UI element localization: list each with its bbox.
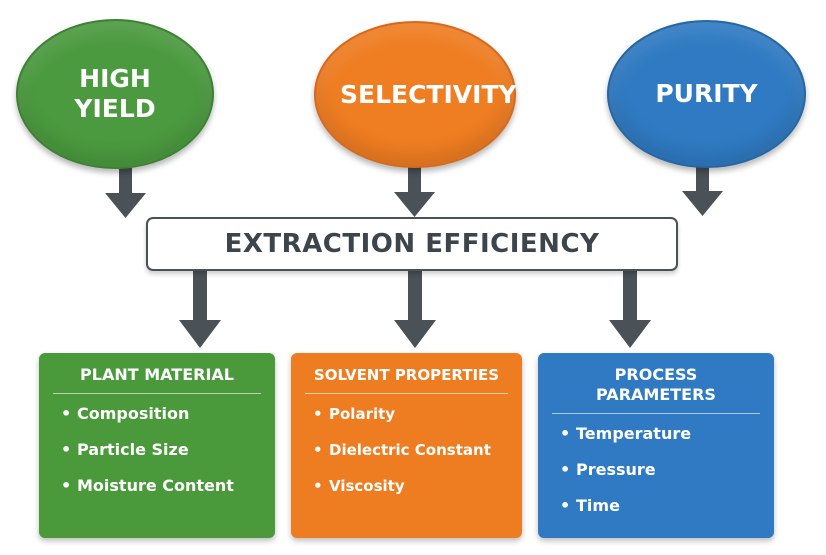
list-item-label: Composition <box>77 404 190 423</box>
extraction-efficiency-box: EXTRACTION EFFICIENCY <box>146 217 678 271</box>
list-item: • Pressure <box>560 460 774 496</box>
factor-solvent-properties-list: • Polarity • Dielectric Constant • Viscosit… <box>291 404 522 512</box>
list-item-label: Pressure <box>576 460 656 479</box>
bullet-icon: • <box>313 477 323 495</box>
list-item: • Composition <box>61 404 275 440</box>
goal-purity: PURITY <box>607 20 806 168</box>
goal-selectivity: SELECTIVITY <box>314 21 517 168</box>
list-item-label: Polarity <box>329 405 396 423</box>
list-item-label: Time <box>576 496 620 515</box>
list-item-label: Particle Size <box>77 440 189 459</box>
list-item-label: Viscosity <box>329 477 405 495</box>
factor-plant-material-title: PLANT MATERIAL <box>53 365 261 394</box>
bullet-icon: • <box>560 460 571 479</box>
list-item-label: Temperature <box>576 424 692 443</box>
list-item: • Moisture Content <box>61 476 275 512</box>
bullet-icon: • <box>313 405 323 423</box>
extraction-efficiency-label: EXTRACTION EFFICIENCY <box>224 229 600 259</box>
factor-process-parameters-list: • Temperature • Pressure • Time <box>538 424 774 532</box>
factor-process-parameters-title: PROCESS PARAMETERS <box>552 365 760 414</box>
factor-process-parameters: PROCESS PARAMETERS • Temperature • Pressur… <box>538 353 774 538</box>
bullet-icon: • <box>61 476 72 495</box>
bullet-icon: • <box>313 441 323 459</box>
list-item-label: Dielectric Constant <box>329 441 491 459</box>
list-item: • Viscosity <box>313 476 522 512</box>
bullet-icon: • <box>560 496 571 515</box>
list-item-label: Moisture Content <box>77 476 234 495</box>
list-item: • Dielectric Constant <box>313 440 522 476</box>
bullet-icon: • <box>61 440 72 459</box>
arrow-selectivity-to-efficiency <box>394 167 435 217</box>
arrow-efficiency-to-solvent-properties <box>394 271 436 348</box>
arrow-efficiency-to-process-parameters <box>609 271 651 348</box>
factor-plant-material-list: • Composition • Particle Size • Moisture Co… <box>39 404 275 512</box>
bullet-icon: • <box>61 404 72 423</box>
goal-high-yield-label: HIGH YIELD <box>74 64 156 123</box>
list-item: • Particle Size <box>61 440 275 476</box>
goal-selectivity-label: SELECTIVITY <box>340 79 517 109</box>
arrow-purity-to-efficiency <box>682 167 723 216</box>
goal-high-yield: HIGH YIELD <box>16 19 214 169</box>
list-item: • Polarity <box>313 404 522 440</box>
arrow-efficiency-to-plant-material <box>179 271 221 348</box>
factor-solvent-properties-title: SOLVENT PROPERTIES <box>305 365 508 394</box>
list-item: • Time <box>560 496 774 532</box>
arrow-high-yield-to-efficiency <box>105 168 146 218</box>
list-item: • Temperature <box>560 424 774 460</box>
bullet-icon: • <box>560 424 571 443</box>
factor-plant-material: PLANT MATERIAL • Composition • Particle Si… <box>39 353 275 538</box>
goal-purity-label: PURITY <box>655 79 758 108</box>
factor-solvent-properties: SOLVENT PROPERTIES • Polarity • Dielectric… <box>291 353 522 538</box>
